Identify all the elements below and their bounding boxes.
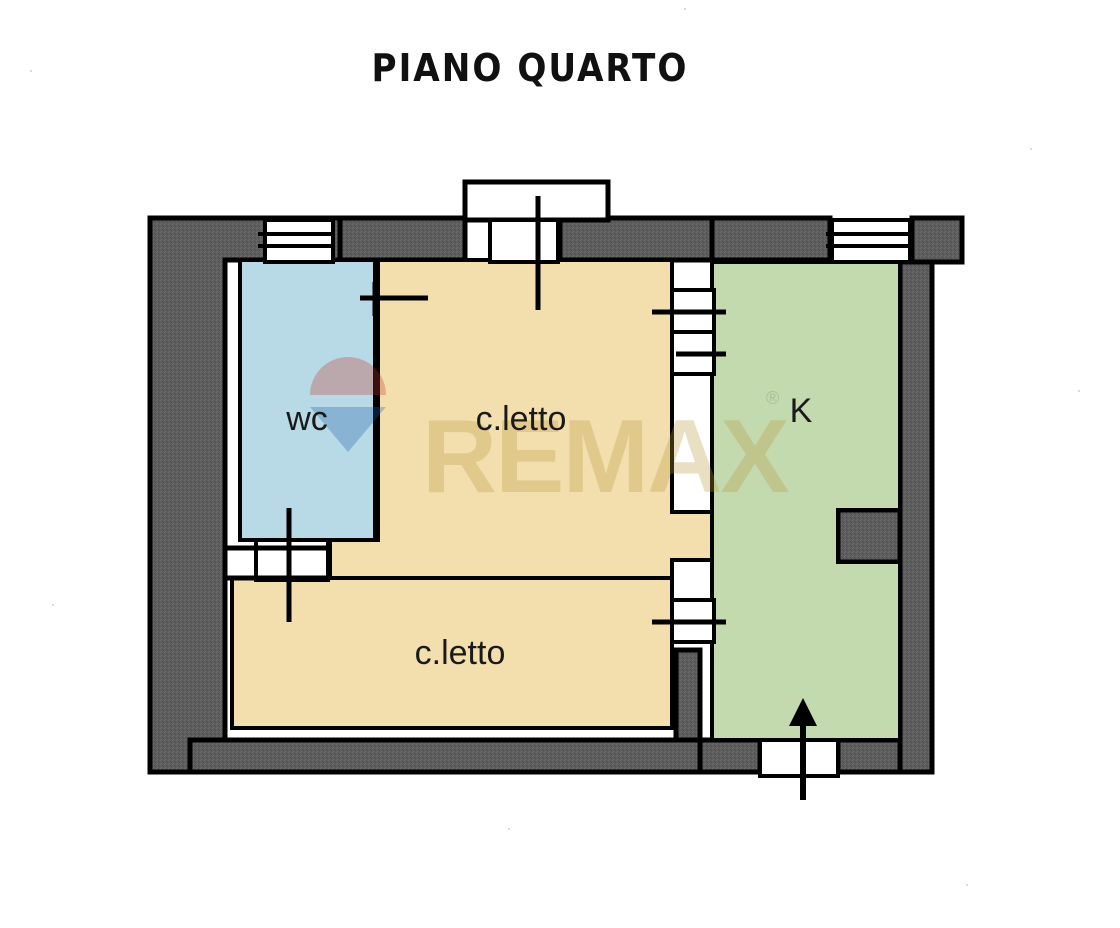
room-bedroom1-fill[interactable] — [328, 258, 762, 580]
wall-bottom-outer — [187, 737, 703, 775]
wall-bottom-right-segment — [697, 737, 763, 775]
door-openings — [226, 288, 840, 778]
wall-right-recess — [835, 507, 903, 565]
door-hallway-bedroom2 — [226, 538, 330, 582]
wall-top-right-corner — [909, 215, 965, 265]
remax-watermark: REMAX ® — [310, 357, 791, 515]
room-label-bedroom2: c.letto — [415, 634, 506, 672]
remax-registered-mark: ® — [766, 388, 779, 408]
wall-top-right-segment — [709, 215, 833, 263]
room-label-bedroom1: c.letto — [476, 400, 567, 438]
scan-speckle — [30, 70, 32, 72]
window-wc — [258, 218, 335, 264]
page-title: PIANO QUARTO — [371, 46, 689, 90]
door-entrance — [758, 738, 840, 778]
wall-interior-pier — [673, 647, 703, 743]
remax-wordmark: REMAX — [422, 399, 789, 515]
door-bedroom1-kitchen-lower — [670, 330, 726, 376]
scan-speckle — [966, 884, 968, 886]
window-kitchen — [826, 218, 912, 264]
wall-top-left-segment — [337, 215, 468, 263]
remax-balloon-icon — [310, 357, 386, 452]
scan-speckle — [684, 8, 686, 10]
wall-bottom-entry-right — [835, 737, 903, 775]
entrance-direction-arrow — [789, 698, 817, 800]
room-label-wc: wc — [285, 400, 328, 438]
window-bedroom1 — [488, 218, 560, 264]
room-fills — [230, 258, 902, 742]
room-labels: wc c.letto K c.letto — [285, 392, 812, 672]
scan-speckle — [52, 604, 54, 606]
room-bedroom2-fill[interactable] — [230, 576, 674, 730]
wall-top-middle-segment — [557, 215, 715, 263]
room-label-kitchen: K — [790, 392, 813, 430]
door-bedroom2-kitchen — [652, 598, 726, 644]
structural-walls — [147, 215, 965, 775]
scan-speckle — [1030, 148, 1032, 150]
door-leaf-marks — [286, 196, 541, 622]
scan-speckle — [508, 828, 510, 830]
scan-speckle — [1078, 390, 1080, 392]
window-openings — [258, 218, 912, 264]
